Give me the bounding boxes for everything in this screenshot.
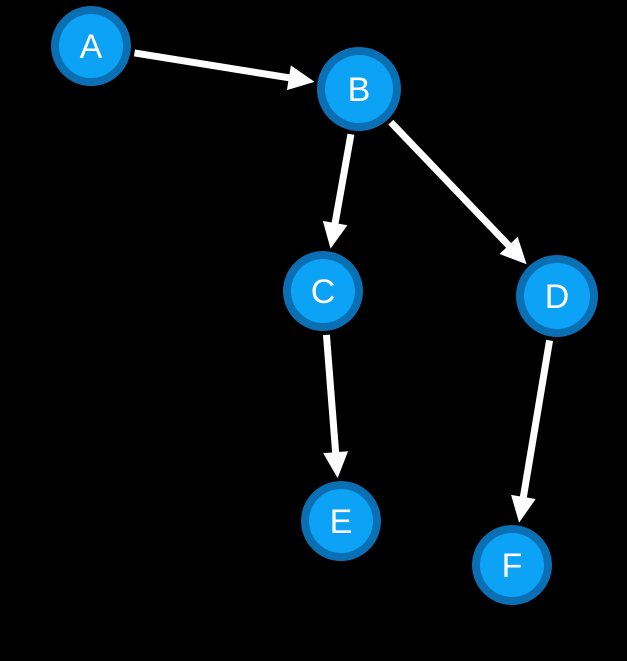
graph-edge-b-to-c[interactable]	[322, 133, 355, 249]
edge-line	[322, 334, 340, 455]
edge-arrowhead	[499, 236, 527, 265]
graph-node-f[interactable]: F	[472, 525, 552, 605]
graph-edge-b-to-d[interactable]	[388, 119, 527, 265]
node-label: E	[330, 503, 353, 541]
node-label: A	[80, 28, 103, 66]
node-label: B	[348, 71, 371, 109]
graph-node-a[interactable]: A	[51, 6, 131, 86]
node-fill	[291, 259, 355, 323]
edge-line	[519, 339, 554, 500]
graph-edge-c-to-e[interactable]	[322, 334, 349, 479]
edge-arrowhead	[322, 220, 348, 249]
graph-node-c[interactable]: C	[283, 251, 363, 331]
node-fill	[59, 14, 123, 78]
node-fill	[524, 263, 590, 329]
node-fill	[325, 55, 393, 123]
node-label: D	[545, 278, 570, 316]
node-fill	[309, 489, 373, 553]
edge-line	[331, 133, 355, 226]
nodes-layer: A B C D E F	[51, 6, 598, 605]
edge-arrowhead	[286, 65, 315, 91]
graph-node-e[interactable]: E	[301, 481, 381, 561]
node-fill	[480, 533, 544, 597]
edge-arrowhead	[511, 494, 536, 523]
edge-line	[388, 119, 513, 250]
edge-line	[133, 49, 292, 82]
node-label: C	[311, 273, 336, 311]
graph-node-b[interactable]: B	[317, 47, 401, 131]
graph-edge-d-to-f[interactable]	[511, 339, 554, 523]
graph-edge-a-to-b[interactable]	[133, 49, 315, 91]
graph-node-d[interactable]: D	[516, 255, 598, 337]
node-label: F	[502, 547, 523, 585]
edge-arrowhead	[323, 451, 349, 479]
edges-layer	[133, 49, 554, 523]
